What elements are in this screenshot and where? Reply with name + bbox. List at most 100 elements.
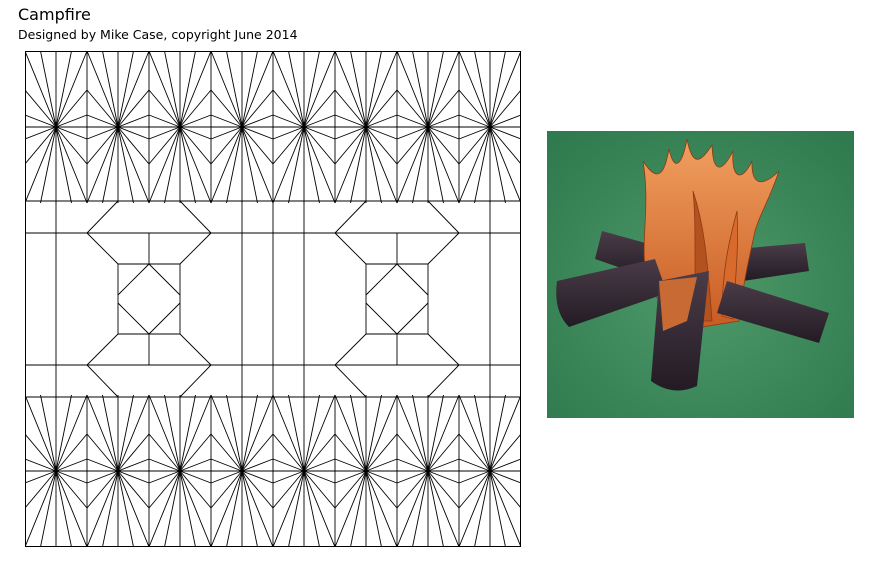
- crease-fan: [179, 51, 196, 128]
- crease-motif: [179, 232, 212, 265]
- crease-fan: [86, 458, 119, 472]
- crease-fan: [489, 126, 521, 204]
- crease-fan: [489, 470, 521, 547]
- crease-fan: [272, 126, 305, 165]
- crease-fan: [25, 126, 57, 204]
- crease-motif: [117, 263, 150, 296]
- crease-fan: [427, 470, 460, 509]
- crease-fan: [272, 470, 305, 484]
- crease-fan: [210, 433, 243, 472]
- crease-fan: [86, 470, 119, 484]
- crease-fan: [241, 433, 274, 472]
- crease-fan: [117, 126, 150, 204]
- crease-fan: [179, 394, 212, 472]
- crease-fan: [334, 126, 367, 140]
- crease-fan: [334, 51, 367, 128]
- crease-motif: [179, 364, 212, 398]
- crease-fan: [489, 51, 506, 128]
- crease-fan: [117, 394, 134, 472]
- crease-fan: [25, 114, 57, 128]
- log-back-right: [737, 243, 809, 281]
- crease-fan: [148, 458, 181, 472]
- crease-motif: [86, 200, 119, 234]
- crease-fan: [241, 51, 274, 128]
- crease-fan: [458, 51, 491, 128]
- crease-fan: [210, 394, 243, 472]
- crease-motif: [334, 333, 367, 366]
- crease-fan: [334, 126, 367, 165]
- crease-fan: [272, 470, 305, 509]
- crease-fan: [117, 126, 150, 165]
- crease-fan: [55, 126, 72, 204]
- crease-fan: [117, 458, 150, 472]
- crease-fan: [241, 126, 274, 140]
- crease-fan: [164, 470, 181, 547]
- crease-fan: [86, 51, 119, 128]
- crease-fan: [396, 470, 429, 509]
- crease-fan: [226, 126, 243, 204]
- crease-fan: [412, 470, 429, 547]
- crease-fan: [272, 433, 305, 472]
- crease-fan: [365, 51, 382, 128]
- crease-fan: [365, 51, 398, 128]
- crease-motif: [334, 232, 367, 265]
- crease-motif: [179, 333, 212, 366]
- crease-fan: [55, 126, 88, 204]
- crease-fan: [117, 51, 134, 128]
- crease-fan: [102, 51, 119, 128]
- crease-fan: [288, 126, 305, 204]
- crease-fan: [55, 470, 88, 509]
- crease-fan: [427, 394, 444, 472]
- crease-fan: [365, 470, 398, 484]
- crease-fan: [86, 126, 119, 165]
- crease-fan: [334, 433, 367, 472]
- crease-fan: [489, 470, 506, 547]
- crease-fan: [458, 126, 491, 165]
- crease-fan: [86, 114, 119, 128]
- crease-fan: [334, 470, 367, 509]
- crease-fan: [210, 470, 243, 484]
- crease-fan: [350, 126, 367, 204]
- crease-fan: [102, 126, 119, 204]
- crease-motif: [334, 200, 367, 234]
- crease-fan: [396, 126, 429, 204]
- crease-fan: [179, 458, 212, 472]
- crease-fan: [396, 89, 429, 128]
- crease-fan: [288, 470, 305, 547]
- crease-fan: [334, 394, 367, 472]
- crease-fan: [117, 470, 134, 547]
- crease-fan: [303, 126, 336, 165]
- crease-fan: [241, 126, 274, 204]
- crease-fan: [25, 126, 57, 165]
- crease-fan: [25, 126, 57, 140]
- crease-fan: [25, 470, 57, 509]
- crease-fan: [365, 126, 398, 140]
- crease-fan: [148, 470, 181, 484]
- crease-fan: [241, 470, 258, 547]
- crease-fan: [396, 470, 429, 547]
- crease-fan: [412, 394, 429, 472]
- crease-fan: [303, 470, 336, 484]
- crease-fan: [179, 126, 212, 204]
- crease-motif: [396, 302, 429, 335]
- crease-fan: [148, 433, 181, 472]
- crease-fan: [427, 126, 444, 204]
- crease-fan: [474, 51, 491, 128]
- crease-fan: [55, 126, 88, 165]
- crease-fan: [25, 433, 57, 472]
- log-front-left: [556, 259, 667, 327]
- crease-motif: [365, 302, 398, 335]
- crease-fan: [117, 126, 134, 204]
- crease-fan: [210, 126, 243, 140]
- crease-fan: [117, 470, 150, 509]
- crease-fan: [241, 394, 258, 472]
- crease-fan: [365, 458, 398, 472]
- crease-fan: [489, 394, 506, 472]
- crease-fan: [226, 51, 243, 128]
- crease-fan: [86, 126, 119, 140]
- crease-fan: [427, 51, 444, 128]
- crease-fan: [365, 470, 398, 547]
- crease-fan: [164, 394, 181, 472]
- crease-fan: [25, 51, 57, 128]
- crease-fan: [458, 470, 491, 484]
